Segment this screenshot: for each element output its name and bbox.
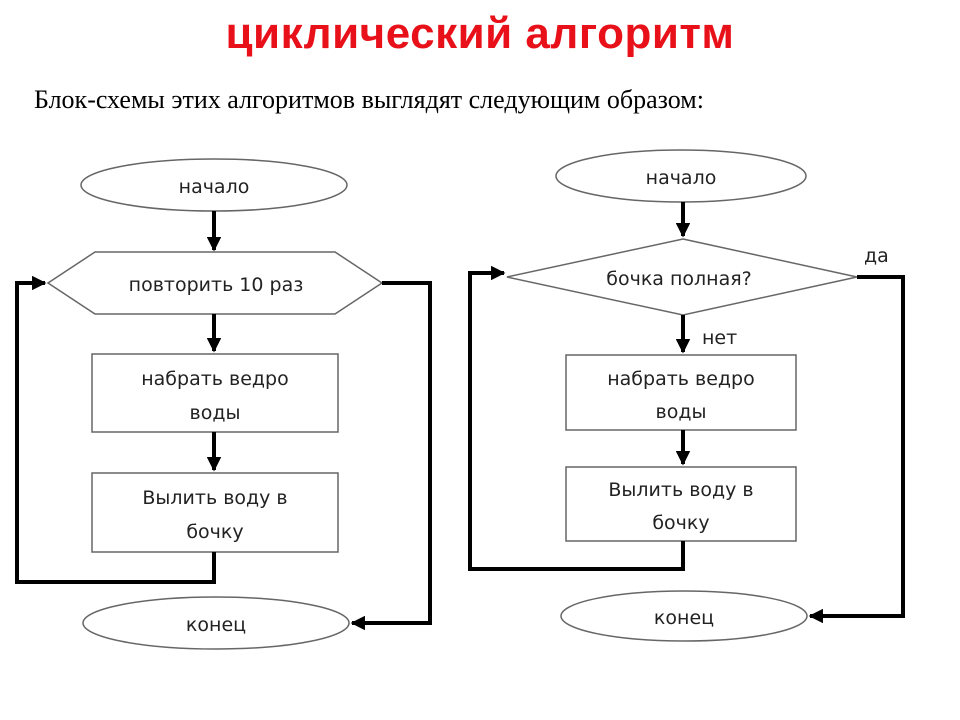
right-no-label: нет [702,327,737,349]
left-step2-box [91,472,339,553]
right-condition-label: бочка полная? [606,268,752,290]
right-end-terminator [560,590,808,642]
left-loop-back-arrow [15,275,216,584]
left-step2-line2: бочку [186,521,243,543]
right-exit-arrow [808,275,905,624]
right-step2-box [565,466,797,542]
left-step2-line1: Вылить воду в [142,487,287,509]
left-loop-label: повторить 10 раз [129,274,304,296]
left-end-label: конец [186,614,246,636]
right-step1-line1: набрать ведро [607,368,755,390]
left-end-terminator [82,596,350,650]
right-loop-back-arrow [468,265,685,571]
left-flowchart: начало повторить 10 раз набрать ведро во… [15,158,432,650]
right-flowchart: начало бочка полная? да нет набрать ведр… [468,149,905,642]
right-start-label: начало [646,167,717,189]
right-yes-label: да [864,245,889,267]
right-step2-line2: бочку [652,512,709,534]
left-step1-line1: набрать ведро [141,368,289,390]
left-step1-line2: воды [190,402,241,424]
intro-text: Блок-схемы этих алгоритмов выглядят след… [34,85,704,114]
right-step1-box [565,354,797,431]
left-step1-box [91,353,339,433]
right-end-label: конец [654,607,714,629]
page-title: циклический алгоритм [225,9,735,58]
left-exit-arrow [350,281,432,631]
right-step2-line1: Вылить воду в [608,479,753,501]
right-step1-line2: воды [656,401,707,423]
left-start-label: начало [179,176,250,198]
